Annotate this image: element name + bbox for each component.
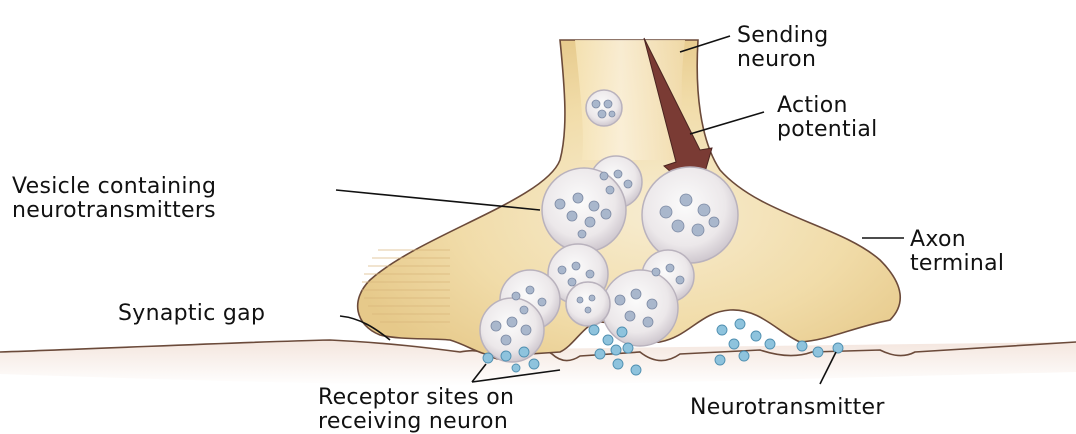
- leader-action-potential: [689, 111, 765, 135]
- label-action-potential-line1: Action: [777, 93, 848, 118]
- leader-neurotransmitter: [819, 351, 837, 385]
- axon-stem: [575, 40, 690, 160]
- vesicle: [585, 89, 623, 127]
- label-sending-neuron: Sending neuron: [737, 24, 829, 72]
- label-neurotransmitter: Neurotransmitter: [690, 395, 885, 420]
- leader-synaptic-gap: [339, 315, 391, 341]
- leader-receptor-left: [471, 363, 487, 383]
- vesicle: [479, 297, 545, 363]
- label-axon-terminal: Axon terminal: [910, 228, 1004, 276]
- leader-receptor-right: [471, 369, 561, 383]
- label-vesicle: Vesicle containing neurotransmitters: [12, 175, 216, 223]
- leader-vesicle: [335, 189, 541, 211]
- label-sending-neuron-line1: Sending: [737, 23, 829, 48]
- terminal-hatching: [362, 249, 450, 323]
- label-receptor-sites-line1: Receptor sites on: [318, 385, 515, 410]
- label-synaptic-gap: Synaptic gap: [118, 301, 266, 326]
- label-vesicle-line1: Vesicle containing: [12, 174, 217, 199]
- leader-lines: [335, 35, 904, 385]
- vesicle: [565, 281, 611, 327]
- label-axon-terminal-line1: Axon: [910, 227, 966, 252]
- label-sending-neuron-line2: neuron: [737, 47, 817, 72]
- vesicle-molecules: [490, 99, 720, 346]
- label-action-potential: Action potential: [777, 94, 878, 142]
- leader-sending-neuron: [679, 35, 731, 53]
- vesicle: [601, 269, 679, 347]
- vesicle: [541, 167, 627, 253]
- vesicles: [479, 89, 739, 363]
- label-action-potential-line2: potential: [777, 117, 878, 142]
- label-receptor-sites-line2: receiving neuron: [318, 409, 509, 434]
- vesicle: [641, 166, 739, 264]
- released-neurotransmitters: [482, 318, 844, 376]
- label-axon-terminal-line2: terminal: [910, 251, 1005, 276]
- label-receptor-sites: Receptor sites on receiving neuron: [318, 386, 514, 434]
- label-vesicle-line2: neurotransmitters: [12, 198, 216, 223]
